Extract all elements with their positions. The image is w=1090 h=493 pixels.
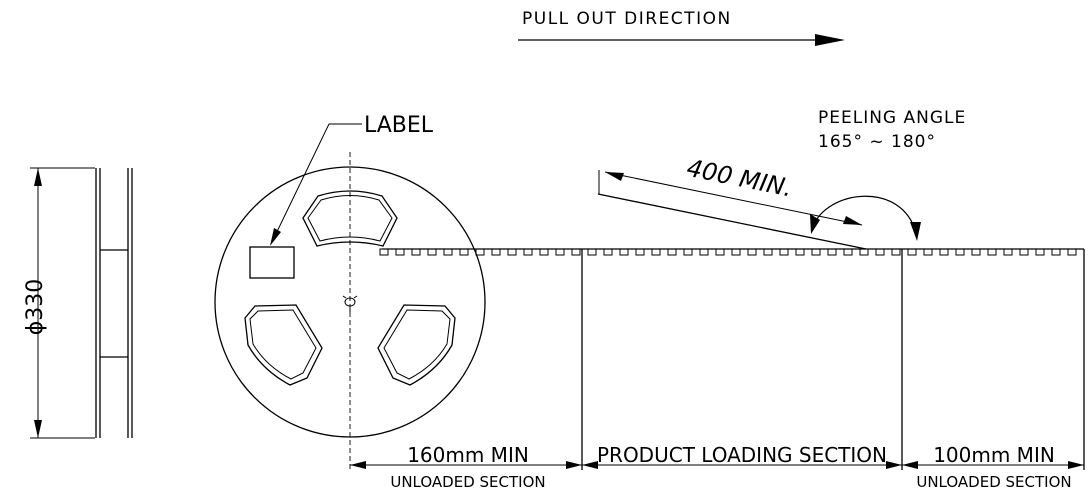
tape-pocket [411, 248, 421, 256]
tape-pocket [475, 248, 485, 256]
reel-diameter-dimension: ϕ330 [23, 279, 48, 336]
tape-pocket [443, 248, 453, 256]
tape-pocket [779, 248, 789, 256]
tape-pocket [635, 248, 645, 256]
tape-pocket [811, 248, 821, 256]
label-callout: LABEL [364, 113, 434, 138]
tape-pocket [491, 248, 501, 256]
tape-pocket [571, 248, 581, 256]
leader-length-dimension: 400 MIN. [684, 154, 794, 203]
trailer-length-text: 160mm MIN [407, 443, 529, 467]
peeling-angle-arc [810, 195, 921, 241]
tape-pocket [1035, 248, 1045, 256]
tape-pocket [539, 248, 549, 256]
tape-pocket [987, 248, 997, 256]
tape-pocket [827, 248, 837, 256]
tape-pocket [1051, 248, 1061, 256]
tape-pocket [555, 248, 565, 256]
tape-pocket [427, 248, 437, 256]
trailer-section-text: UNLOADED SECTION [390, 473, 545, 491]
tape-pocket [395, 248, 405, 256]
label-leader [270, 123, 362, 246]
peeling-angle-title: PEELING ANGLE [818, 108, 966, 128]
tape-pocket [763, 248, 773, 256]
reel-side-view [30, 167, 133, 439]
pull-out-direction-text: PULL OUT DIRECTION [522, 9, 732, 29]
tape-pocket [651, 248, 661, 256]
tape-pocket [667, 248, 677, 256]
tape-pocket [891, 248, 901, 256]
tape-pocket [859, 248, 869, 256]
tape-pocket [875, 248, 885, 256]
tape-pocket [939, 248, 949, 256]
tape-pocket [795, 248, 805, 256]
reel-front-view [214, 152, 486, 470]
tape-pocket [603, 248, 613, 256]
pull-out-arrow [518, 34, 845, 46]
leader-end-length-text: 100mm MIN [933, 443, 1055, 467]
peeling-angle-value: 165° ~ 180° [818, 132, 936, 152]
section-dimension-line [350, 461, 1084, 469]
tape-pocket [715, 248, 725, 256]
leader-end-section-text: UNLOADED SECTION [916, 473, 1071, 491]
tape-pocket [459, 248, 469, 256]
product-loading-section-text: PRODUCT LOADING SECTION [597, 443, 887, 467]
tape-pocket [907, 248, 917, 256]
tape-pocket [1019, 248, 1029, 256]
tape-pocket [683, 248, 693, 256]
tape-pocket [955, 248, 965, 256]
tape-pocket [1067, 248, 1077, 256]
tape-pocket [587, 248, 597, 256]
tape-pocket [747, 248, 757, 256]
tape-pocket [619, 248, 629, 256]
tape-pocket [379, 248, 389, 256]
tape-pocket [923, 248, 933, 256]
tape-pocket [523, 248, 533, 256]
tape-pocket [1003, 248, 1013, 256]
tape-pocket [731, 248, 741, 256]
tape-pocket [507, 248, 517, 256]
carrier-tape-pockets [379, 248, 1077, 256]
tape-pocket [699, 248, 709, 256]
tape-pocket [843, 248, 853, 256]
tape-pocket [971, 248, 981, 256]
